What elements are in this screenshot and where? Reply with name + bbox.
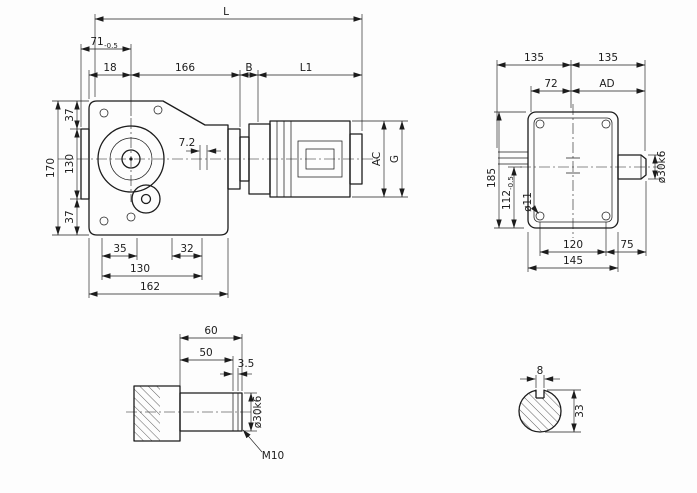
dim-front-112-tol: -0.5 bbox=[507, 176, 515, 190]
dim-front-120: 120 bbox=[563, 239, 583, 251]
dim-shaft-3-5: 3.5 bbox=[238, 358, 255, 370]
gear-housing-outline bbox=[88, 100, 229, 236]
dim-front-112: 112 bbox=[501, 190, 513, 210]
dim-front-75: 75 bbox=[620, 239, 633, 251]
housing-bolt-hole bbox=[153, 105, 163, 115]
mounting-hole bbox=[601, 119, 611, 129]
housing-wall-hatch bbox=[134, 386, 160, 441]
key-section-dimensions: 8 33 bbox=[520, 365, 586, 433]
front-view bbox=[498, 104, 662, 238]
dim-side-AC: AC bbox=[371, 152, 383, 166]
dim-front-112-group: 112 -0.5 bbox=[501, 176, 515, 210]
dim-front-dia30k6: ø30k6 bbox=[656, 150, 668, 183]
shaft-detail-view bbox=[126, 385, 262, 442]
dim-key-8: 8 bbox=[537, 365, 544, 377]
dim-side-35: 35 bbox=[113, 243, 126, 255]
mounting-hole bbox=[601, 211, 611, 221]
dim-front-dia11: ø11 bbox=[522, 192, 534, 212]
dim-side-B: B bbox=[245, 62, 252, 74]
dim-side-71-tol: -0.5 bbox=[104, 42, 118, 50]
dim-side-130-left: 130 bbox=[64, 154, 76, 174]
dim-side-37-top: 37 bbox=[64, 108, 76, 121]
dim-front-185: 185 bbox=[486, 168, 498, 188]
dim-side-L1: L1 bbox=[300, 62, 313, 74]
dim-side-32: 32 bbox=[180, 243, 193, 255]
side-view bbox=[58, 100, 378, 236]
housing-bolt-hole bbox=[126, 212, 136, 222]
dim-key-33: 33 bbox=[574, 404, 586, 417]
dim-side-18: 18 bbox=[103, 62, 116, 74]
dim-front-AD: AD bbox=[599, 78, 614, 90]
dim-shaft-dia30k6: ø30k6 bbox=[252, 395, 264, 428]
dim-front-72: 72 bbox=[544, 78, 557, 90]
dim-side-71: 71 bbox=[90, 36, 103, 48]
dim-side-162: 162 bbox=[140, 281, 160, 293]
dim-side-130-bottom: 130 bbox=[130, 263, 150, 275]
dim-side-L: L bbox=[223, 6, 229, 18]
dim-shaft-50: 50 bbox=[199, 347, 212, 359]
thread-callout-M10: M10 bbox=[262, 450, 284, 462]
dim-front-135-right: 135 bbox=[598, 52, 618, 64]
shaft-detail-dimensions: 60 50 3.5 ø30k6 M10 bbox=[179, 325, 284, 462]
dim-side-G: G bbox=[389, 155, 401, 163]
dim-side-7-2: 7.2 bbox=[179, 137, 196, 149]
dim-shaft-60: 60 bbox=[204, 325, 217, 337]
dim-side-37-bottom: 37 bbox=[64, 210, 76, 223]
mounting-hole bbox=[535, 119, 545, 129]
dim-front-145: 145 bbox=[563, 255, 583, 267]
mounting-hole bbox=[535, 211, 545, 221]
dim-side-166: 166 bbox=[175, 62, 195, 74]
housing-bolt-hole bbox=[99, 216, 109, 226]
side-view-dimensions: L 71 -0.5 18 166 B L1 37 130 37 170 bbox=[45, 6, 408, 298]
dim-side-170: 170 bbox=[45, 158, 57, 178]
key-cross-section bbox=[518, 387, 562, 433]
dim-front-135-left: 135 bbox=[524, 52, 544, 64]
gear-circle bbox=[131, 184, 161, 214]
front-view-dimensions: 135 135 72 AD ø30k6 185 112 -0.5 ø11 bbox=[486, 52, 668, 272]
output-face-plate bbox=[80, 128, 90, 200]
housing-bolt-hole bbox=[99, 108, 109, 118]
